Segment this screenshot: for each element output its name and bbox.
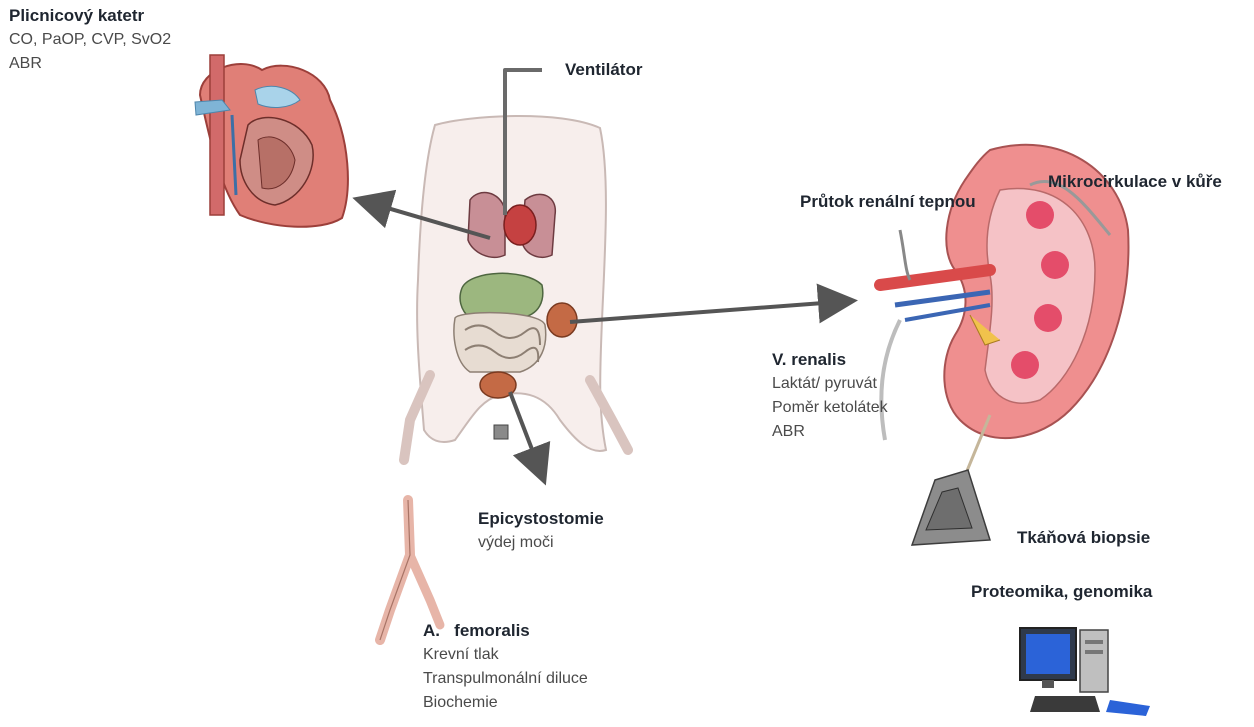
heart-illustration	[195, 55, 348, 227]
renal-vein-title: V. renalis	[772, 348, 888, 372]
catheter-title: Plicnicový katetr	[9, 4, 171, 28]
epicystostomy-items: výdej moči	[478, 531, 604, 555]
femoral-title: A. femoralis	[423, 619, 588, 643]
computer-icon	[1020, 628, 1150, 716]
epicystostomy-title: Epicystostomie	[478, 507, 604, 531]
femoral-item: Krevní tlak	[423, 643, 588, 667]
catheter-label-group: Plicnicový katetr CO, PaOP, CVP, SvO2 AB…	[9, 4, 171, 76]
catheter-item: ABR	[9, 52, 171, 76]
biopsy-device-illustration	[912, 470, 990, 545]
omics-title: Proteomika, genomika	[971, 580, 1152, 604]
arrow-to-kidney	[570, 301, 850, 322]
renal-flow-title: Průtok renální tepnou	[800, 190, 976, 214]
femoral-label-group: A. femoralis Krevní tlak Transpulmonální…	[423, 619, 588, 715]
renal-vein-item: Laktát/ pyruvát	[772, 372, 888, 396]
renal-vein-item: Poměr ketolátek	[772, 396, 888, 420]
renal-vein-item: ABR	[772, 420, 888, 444]
femoral-item: Transpulmonální diluce	[423, 667, 588, 691]
catheter-item: CO, PaOP, CVP, SvO2	[9, 28, 171, 52]
epicystostomy-label-group: Epicystostomie výdej moči	[478, 507, 604, 555]
epicystostomy-item: výdej moči	[478, 531, 604, 555]
renal-vein-label-group: V. renalis Laktát/ pyruvát Poměr ketolát…	[772, 348, 888, 444]
arrow-to-epicystostomy	[510, 392, 543, 478]
ventilator-title: Ventilátor	[565, 58, 642, 82]
renal-vein-items: Laktát/ pyruvát Poměr ketolátek ABR	[772, 372, 888, 444]
biopsy-title: Tkáňová biopsie	[1017, 526, 1150, 550]
femoral-items: Krevní tlak Transpulmonální diluce Bioch…	[423, 643, 588, 715]
femoral-item: Biochemie	[423, 691, 588, 715]
catheter-items: CO, PaOP, CVP, SvO2 ABR	[9, 28, 171, 76]
microcirculation-title: Mikrocirkulace v kůře	[1048, 170, 1222, 194]
